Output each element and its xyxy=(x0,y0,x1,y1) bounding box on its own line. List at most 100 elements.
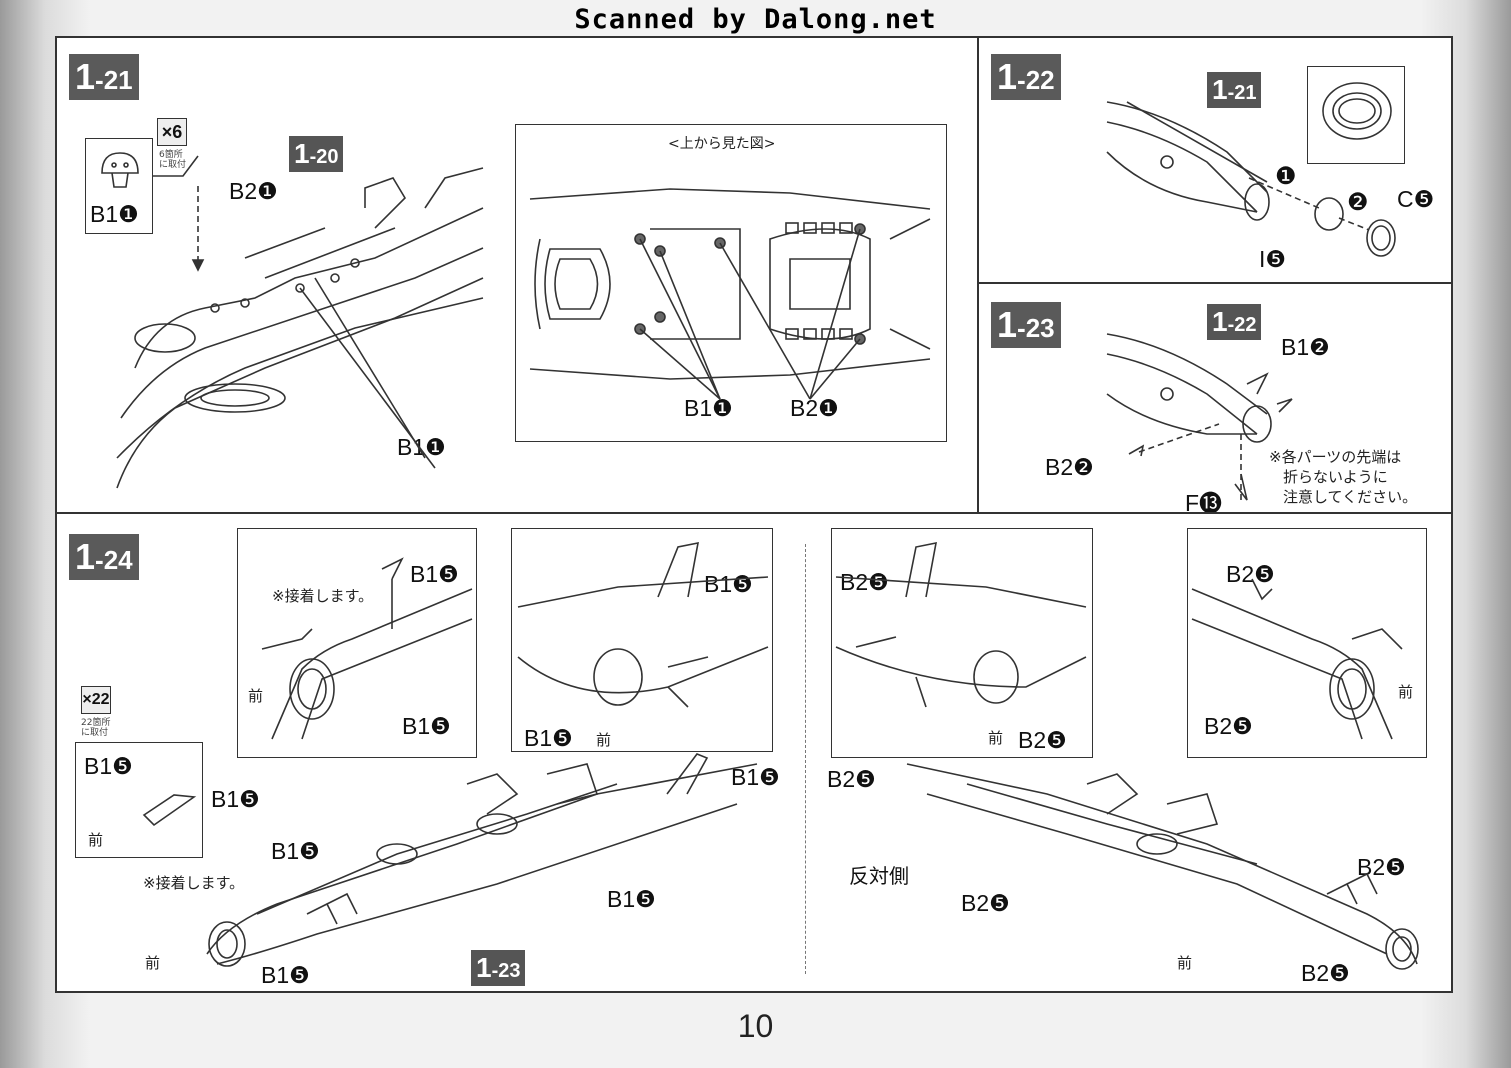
step-badge-main: 1 xyxy=(997,56,1018,97)
detail3-drawing xyxy=(835,541,1087,708)
detail-callout xyxy=(1307,66,1405,164)
label-b15-b: B1❺ xyxy=(271,838,320,864)
detail-box-mid-right: B2❺ B2❺ 前 xyxy=(831,528,1093,758)
label-b25-b: B2❺ xyxy=(961,890,1010,916)
step-badge-sub: -22 xyxy=(1017,65,1055,95)
detail1-label-b15-top: B1❺ xyxy=(410,561,459,587)
ref-main: 1 xyxy=(1212,74,1228,105)
detail3-label-b25-bottom: B2❺ xyxy=(1018,727,1067,753)
ref-main: 1 xyxy=(294,138,310,169)
label-b1-2: B1❷ xyxy=(1281,334,1330,360)
ref-sub: -21 xyxy=(1227,82,1257,104)
step-1-22-badge: 1-22 xyxy=(991,54,1061,100)
detail1-bow-drawing xyxy=(261,557,473,740)
fin-part-inset: B1❺ 前 xyxy=(75,742,203,858)
step-1-21-badge: 1-21 xyxy=(69,54,139,100)
detail-box-bow-left: ※接着します。 B1❺ B1❺ 前 xyxy=(237,528,477,758)
detail2-drawing xyxy=(517,541,769,708)
caution-note-line2: 折らないように xyxy=(1283,468,1388,486)
detail4-label-b25-top: B2❺ xyxy=(1226,561,1275,587)
top-view-title: <上から見た図> xyxy=(668,136,776,152)
detail-box-bow-right: B2❺ B2❺ 前 xyxy=(1187,528,1427,758)
step-1-24-badge: 1-24 xyxy=(69,534,139,580)
fin-part-icon xyxy=(142,794,197,827)
ring-detail-icon xyxy=(1322,82,1392,140)
part-inset-b1: B1❶ xyxy=(85,138,153,234)
detail2-label-b15-bottom: B1❺ xyxy=(524,725,573,751)
label-c5: C❺ xyxy=(1397,186,1435,212)
detail3-front: 前 xyxy=(988,729,1004,747)
label-b25-d: B2❺ xyxy=(1301,960,1350,986)
step-1-21-panel: 1-21 ×6 6箇所 に取付 B1❶ 1-20 B2❶ B1❶ xyxy=(55,36,979,514)
detail1-front: 前 xyxy=(248,687,264,705)
ref-badge-1-23: 1-23 xyxy=(471,950,526,986)
front-label-right: 前 xyxy=(1177,954,1193,972)
label-b2-2: B2❷ xyxy=(1045,454,1094,480)
detail2-label-b15-top: B1❺ xyxy=(704,571,753,597)
top-view-ship xyxy=(529,188,931,400)
detail1-label-b15-bottom: B1❺ xyxy=(402,713,451,739)
step-1-22-panel: 1-22 1-21 ❶ ❷ C❺ I❺ xyxy=(977,36,1453,284)
ship-left-side-drawing xyxy=(206,753,758,967)
step-badge-main: 1 xyxy=(997,304,1018,345)
label-b2-1: B2❶ xyxy=(229,178,278,204)
caution-note-line3: 注意してください。 xyxy=(1283,488,1418,506)
inset-label-b15: B1❺ xyxy=(84,753,133,779)
ref-badge-1-20: 1-20 xyxy=(289,136,344,172)
ref-badge-1-21: 1-21 xyxy=(1207,72,1262,108)
detail4-label-b25-bottom: B2❺ xyxy=(1204,713,1253,739)
step-1-24-panel: 1-24 ×22 22箇所 に取付 B1❺ 前 ※接着します。 B1❺ B1❺ … xyxy=(55,512,1453,993)
page-number: 10 xyxy=(737,1008,774,1044)
glue-note-bottom: ※接着します。 xyxy=(143,874,245,892)
step-badge-main: 1 xyxy=(75,56,96,97)
label-b15-a: B1❺ xyxy=(211,786,260,812)
top-view-box: <上から見た図> B1❶ B2❶ xyxy=(515,124,947,442)
top-view-label-b2: B2❶ xyxy=(790,395,839,421)
multiplier-note: 6箇所 に取付 xyxy=(159,150,187,170)
detail3-label-b25-top: B2❺ xyxy=(840,569,889,595)
mushroom-part-icon xyxy=(101,152,139,188)
bow-with-fins-drawing xyxy=(1106,333,1293,443)
label-f13: F⓭ xyxy=(1185,490,1223,516)
detail2-front: 前 xyxy=(596,731,612,749)
step-1-23-badge: 1-23 xyxy=(991,302,1061,348)
part-inset-label: B1❶ xyxy=(90,201,139,227)
caution-note-line1: ※各パーツの先端は xyxy=(1269,448,1402,466)
detail4-bow-drawing xyxy=(1191,578,1403,740)
ref-sub: -22 xyxy=(1227,314,1257,336)
step-marker-2: ❷ xyxy=(1347,189,1369,216)
step-marker-1: ❶ xyxy=(1275,163,1297,190)
label-b25-a: B2❺ xyxy=(827,766,876,792)
ref-main: 1 xyxy=(476,952,492,983)
scan-banner: Scanned by Dalong.net xyxy=(574,4,937,35)
section-divider xyxy=(805,544,806,974)
ref-sub: -20 xyxy=(309,146,339,168)
ref-sub: -23 xyxy=(491,960,521,982)
label-b15-d: B1❺ xyxy=(607,886,656,912)
step-badge-sub: -21 xyxy=(95,65,133,95)
detail-box-mid-left: B1❺ B1❺ 前 xyxy=(511,528,773,752)
label-i5: I❺ xyxy=(1259,246,1287,272)
leader-arrow xyxy=(153,155,205,272)
multiplier-x6: ×6 xyxy=(157,118,187,146)
multiplier-note-22: 22箇所 に取付 xyxy=(81,718,111,738)
top-view-label-b1: B1❶ xyxy=(684,395,733,421)
front-label-left: 前 xyxy=(145,954,161,972)
step-badge-sub: -23 xyxy=(1017,313,1055,343)
bow-section-drawing xyxy=(1106,101,1270,221)
assembly-arrows xyxy=(1248,177,1396,257)
glue-note-top: ※接着します。 xyxy=(272,587,374,605)
label-b15-c: B1❺ xyxy=(731,764,780,790)
ship-hull-drawing xyxy=(116,167,484,489)
inset-front-label: 前 xyxy=(88,831,104,849)
fin-assembly-lines xyxy=(1128,423,1248,501)
ref-main: 1 xyxy=(1212,306,1228,337)
label-b1-1-bottom: B1❶ xyxy=(397,434,446,460)
label-b15-e: B1❺ xyxy=(261,962,310,988)
ref-badge-1-22: 1-22 xyxy=(1207,304,1262,340)
detail4-front: 前 xyxy=(1398,683,1414,701)
opposite-side-label: 反対側 xyxy=(849,866,909,888)
step-1-23-panel: 1-23 1-22 B1❷ B2❷ F⓭ ※各パーツの先端は 折らないように 注… xyxy=(977,282,1453,516)
step-badge-main: 1 xyxy=(75,536,96,577)
step-badge-sub: -24 xyxy=(95,545,133,575)
